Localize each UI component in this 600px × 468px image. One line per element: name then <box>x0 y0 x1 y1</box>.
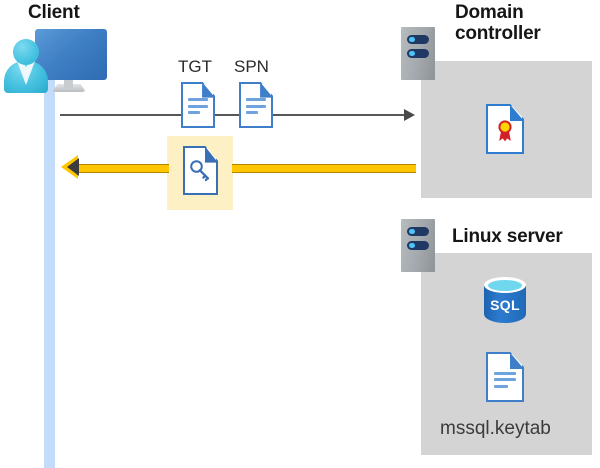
response-arrow-line-left <box>74 164 169 173</box>
tgt-document-icon <box>181 82 215 128</box>
domain-controller-title-line1: Domain <box>455 2 524 23</box>
domain-controller-title: Domain controller <box>455 2 590 45</box>
monitor-screen-icon <box>35 29 107 80</box>
key-document-icon <box>183 146 218 195</box>
response-arrow-head-icon <box>67 158 79 176</box>
linux-server-title: Linux server <box>452 226 563 247</box>
keytab-document-icon <box>486 352 524 402</box>
request-arrow-line <box>60 114 408 116</box>
linux-server-server-icon <box>401 219 435 272</box>
monitor-base-icon <box>52 84 86 92</box>
keytab-file-label: mssql.keytab <box>440 418 551 439</box>
sql-database-icon: SQL <box>484 277 526 329</box>
response-arrow-line-right <box>232 164 416 173</box>
monitor-neck-icon <box>64 80 73 88</box>
sql-database-label: SQL <box>490 297 520 313</box>
spn-document-icon <box>239 82 273 128</box>
domain-controller-title-line2: controller <box>455 23 541 45</box>
client-title: Client <box>28 2 80 23</box>
certificate-seal-icon <box>498 120 512 142</box>
certificate-document-icon <box>486 104 524 154</box>
spn-label: SPN <box>234 57 269 76</box>
client-lifeline <box>44 72 55 468</box>
key-glyph-icon <box>190 160 210 182</box>
tgt-label: TGT <box>178 57 212 76</box>
request-arrow-head-icon <box>404 109 415 121</box>
domain-controller-server-icon <box>401 27 435 80</box>
user-head-icon <box>13 39 39 65</box>
